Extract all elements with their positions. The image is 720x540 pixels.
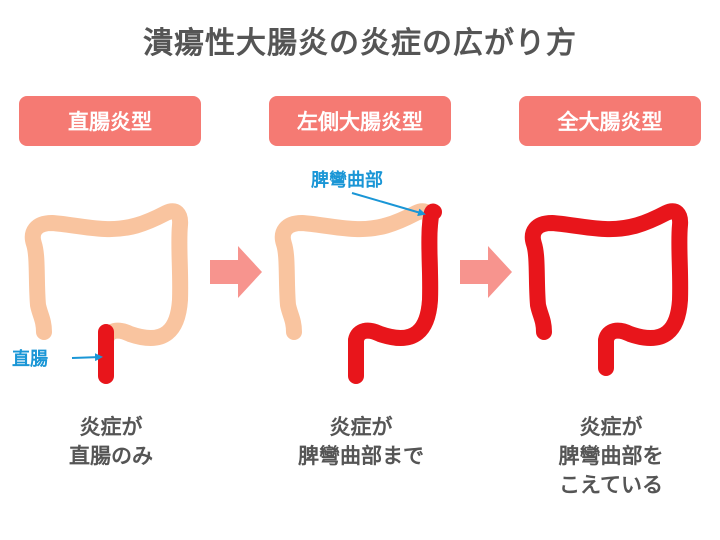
page-title: 潰瘍性大腸炎の炎症の広がり方 xyxy=(143,26,577,61)
caption-line: 炎症が xyxy=(79,415,143,439)
splenic-flexure-label: 脾彎曲部 xyxy=(311,170,383,191)
type-label-left-sided: 左側大腸炎型 xyxy=(269,96,451,146)
colon-diagram-3 xyxy=(533,211,680,368)
rectum-pointer-arrow xyxy=(71,353,103,362)
caption-left-sided: 炎症が 脾彎曲部まで xyxy=(261,413,461,471)
type-label-pancolitis: 全大腸炎型 xyxy=(519,96,701,146)
caption-rectal: 炎症が 直腸のみ xyxy=(11,413,211,471)
caption-line: 炎症が xyxy=(329,415,393,439)
caption-line: 直腸のみ xyxy=(69,444,153,468)
caption-line: こえている xyxy=(559,473,663,497)
rectum-label: 直腸 xyxy=(12,349,48,370)
colon-diagram-1 xyxy=(33,211,180,384)
colon-diagram-2 xyxy=(283,192,442,384)
caption-line: 脾彎曲部を xyxy=(558,444,664,468)
type-label-rectal: 直腸炎型 xyxy=(19,96,201,146)
colon-inflamed xyxy=(533,211,680,368)
caption-line: 炎症が xyxy=(579,415,643,439)
progression-arrow-1 xyxy=(210,246,262,298)
caption-line: 脾彎曲部まで xyxy=(298,444,424,468)
caption-pancolitis: 炎症が 脾彎曲部を こえている xyxy=(511,413,711,500)
progression-arrow-2 xyxy=(460,246,512,298)
splenic-flexure-pointer-arrow xyxy=(351,192,426,217)
left-colon-inflamed xyxy=(348,203,442,384)
